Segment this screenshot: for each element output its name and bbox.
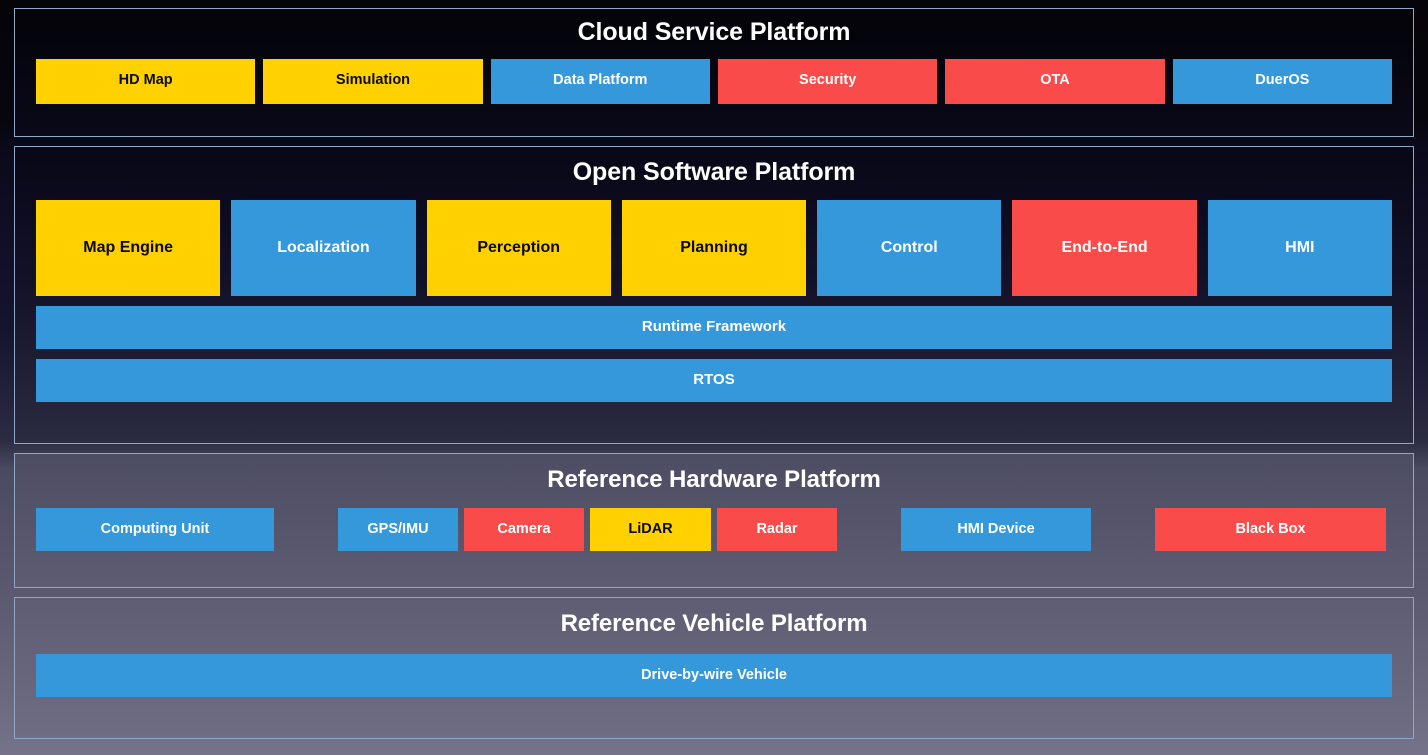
- block-black-box[interactable]: Black Box: [1155, 508, 1386, 552]
- layer-cloud-service-platform: Cloud Service Platform HD Map Simulation…: [14, 8, 1414, 137]
- block-gps-imu[interactable]: GPS/IMU: [338, 508, 458, 552]
- reference-hardware-block-row: Computing Unit GPS/IMU Camera LiDAR Rada…: [36, 508, 1392, 552]
- cloud-service-block-row: HD Map Simulation Data Platform Security…: [36, 58, 1392, 104]
- block-dueros[interactable]: DuerOS: [1172, 58, 1392, 104]
- layer-title-reference-hardware-platform: Reference Hardware Platform: [547, 466, 881, 493]
- block-ota[interactable]: OTA: [945, 58, 1165, 104]
- block-map-engine[interactable]: Map Engine: [36, 199, 221, 296]
- block-perception[interactable]: Perception: [426, 199, 611, 296]
- block-security[interactable]: Security: [717, 58, 938, 104]
- block-localization[interactable]: Localization: [231, 199, 416, 296]
- block-planning[interactable]: Planning: [621, 199, 807, 296]
- hw-gap-1: [274, 508, 338, 551]
- layer-title-reference-vehicle-platform: Reference Vehicle Platform: [560, 610, 868, 637]
- block-end-to-end[interactable]: End-to-End: [1012, 199, 1197, 296]
- block-computing-unit[interactable]: Computing Unit: [36, 508, 274, 552]
- hw-gap-6: [1091, 508, 1155, 551]
- block-control[interactable]: Control: [817, 199, 1002, 296]
- block-hmi[interactable]: HMI: [1207, 199, 1392, 296]
- layer-open-software-platform: Open Software Platform Map Engine Locali…: [14, 146, 1414, 444]
- block-hmi-device[interactable]: HMI Device: [901, 508, 1091, 552]
- bar-rtos[interactable]: RTOS: [36, 358, 1392, 402]
- block-camera[interactable]: Camera: [464, 508, 584, 552]
- layer-title-cloud-service-platform: Cloud Service Platform: [577, 18, 851, 46]
- block-data-platform[interactable]: Data Platform: [490, 58, 710, 104]
- block-lidar[interactable]: LiDAR: [590, 508, 711, 552]
- layer-reference-hardware-platform: Reference Hardware Platform Computing Un…: [14, 453, 1414, 588]
- open-software-block-row: Map Engine Localization Perception Plann…: [36, 199, 1392, 296]
- layer-reference-vehicle-platform: Reference Vehicle Platform Drive-by-wire…: [14, 597, 1414, 739]
- block-hd-map[interactable]: HD Map: [36, 58, 256, 104]
- hw-gap-5: [837, 508, 901, 551]
- block-radar[interactable]: Radar: [717, 508, 837, 552]
- bar-drive-by-wire-vehicle[interactable]: Drive-by-wire Vehicle: [36, 654, 1392, 698]
- layer-title-open-software-platform: Open Software Platform: [572, 158, 856, 186]
- bar-runtime-framework[interactable]: Runtime Framework: [36, 305, 1392, 349]
- block-simulation[interactable]: Simulation: [263, 58, 483, 104]
